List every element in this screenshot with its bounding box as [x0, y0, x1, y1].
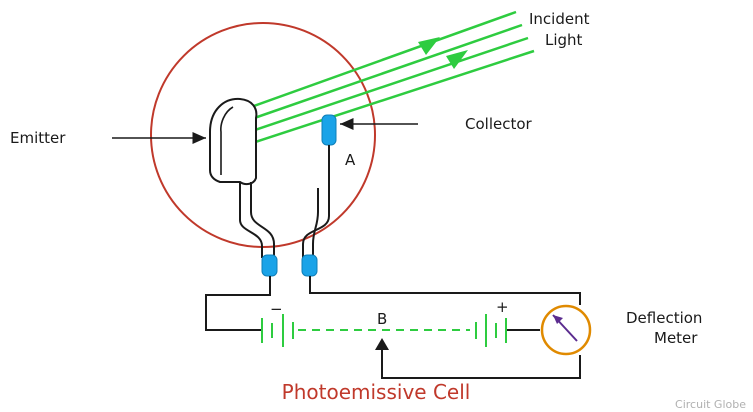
- diagram-title: Photoemissive Cell: [282, 380, 471, 404]
- light-ray-arrowheads: [418, 37, 468, 69]
- battery-right: [475, 314, 507, 347]
- meter-label-line2: Meter: [654, 329, 698, 347]
- tap-arrowhead: [375, 338, 389, 350]
- base-pins: [261, 254, 318, 277]
- collector-label: Collector: [465, 115, 533, 133]
- collector-electrode: [321, 114, 337, 190]
- minus-terminal-label: −: [270, 300, 283, 318]
- point-a-label: A: [345, 151, 356, 169]
- external-circuit-wire: [205, 276, 581, 379]
- point-b-label: B: [377, 310, 387, 328]
- meter-label-line1: Deflection: [626, 309, 702, 327]
- emitter-label: Emitter: [10, 129, 66, 147]
- incident-light-rays: [236, 10, 535, 147]
- bulb-lead-wires: [239, 182, 330, 258]
- plus-terminal-label: +: [496, 298, 509, 316]
- emitter-electrode: [209, 97, 258, 186]
- deflection-meter: [540, 304, 592, 356]
- watermark: Circuit Globe: [675, 398, 746, 411]
- incident-light-label-line1: Incident: [529, 10, 590, 28]
- incident-light-label-line2: Light: [545, 31, 583, 49]
- battery-left: [261, 314, 294, 347]
- glass-bulb: [150, 22, 376, 248]
